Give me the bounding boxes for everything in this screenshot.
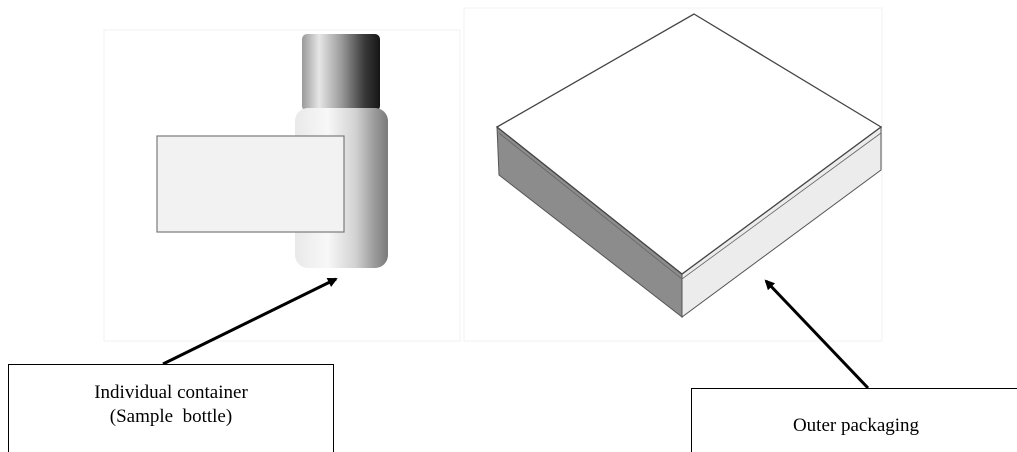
box-lid-edge [498,132,882,280]
individual-container-label: Individual container [94,382,248,403]
outer-packaging-label: Outer packaging [792,415,920,436]
sample-bottle-label: (Sample bottle) [109,406,233,427]
bottle-label [156,135,345,233]
bottle-cap [302,34,380,111]
outer-packaging-callout: Outer packaging [691,388,1017,452]
outer-packaging-box [495,13,883,319]
arrow-to-box [764,279,870,390]
arrow-to-bottle [162,277,338,366]
box-top-face [495,13,883,275]
sample-bottle [156,34,388,268]
individual-container-callout: Individual container (Sample bottle) [8,364,334,452]
